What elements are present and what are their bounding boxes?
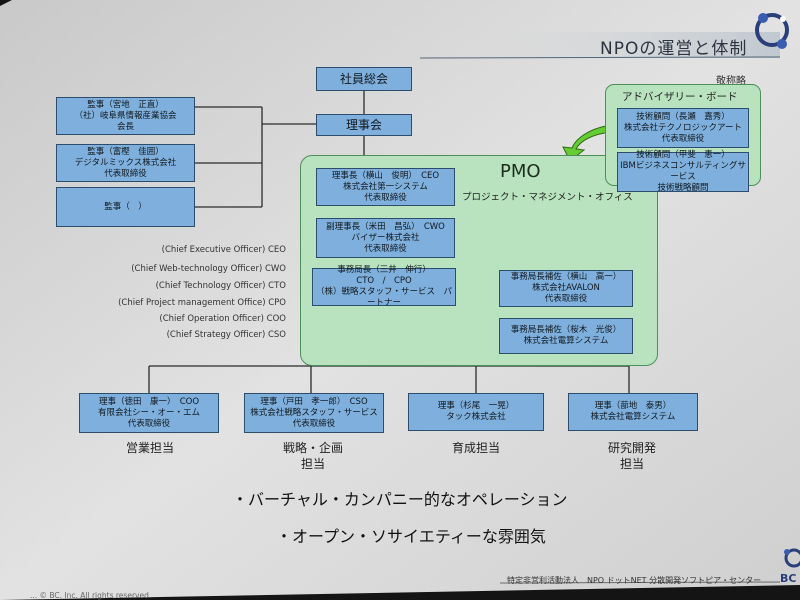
footer-logo-icon <box>784 548 800 568</box>
director-3-line-1: 理事（杉尾 一晃） <box>437 401 515 411</box>
general-meeting-node: 社員総会 <box>316 67 412 91</box>
director-cso-node: 理事（戸田 孝一郎） CSO 株式会社戦略スタッフ・サービス 代表取締役 <box>244 393 384 433</box>
bc-logo-icon <box>755 13 789 49</box>
board-label: 理事会 <box>345 117 382 132</box>
adviser-1-line-1: 技術顧問（長瀬 嘉秀） <box>636 111 730 122</box>
adviser-1-line-2: 株式会社テクノロジックアート <box>624 122 742 133</box>
deputy-2-line-1: 事務局長補佐（桜木 光俊） <box>510 325 622 335</box>
deputy-1-node: 事務局長補佐（横山 高一） 株式会社AVALON 代表取締役 <box>499 270 633 307</box>
deputy-2-line-2: 株式会社電算システム <box>523 336 609 346</box>
pmo-subtitle: プロジェクト・マネジメント・オフィス <box>462 192 633 203</box>
dept-strategy-line-2: 担当 <box>300 457 325 471</box>
copyright-text: ... © BC. Inc. All rights reserved. <box>30 591 152 600</box>
deputy-1-line-1: 事務局長補佐（横山 高一） <box>510 272 622 282</box>
footer-logo-text: BC <box>780 572 797 585</box>
bullet-virtual-company: ・バーチャル・カンパニー的なオペレーション <box>232 490 568 509</box>
director-cso-line-2: 株式会社戦略スタッフ・サービス <box>250 407 378 418</box>
role-definition-cto: (Chief Technology Officer) CTO <box>155 281 286 291</box>
role-definition-coo: (Chief Operation Officer) COO <box>159 314 286 324</box>
deputy-1-line-2: 株式会社AVALON <box>532 283 600 293</box>
honorifics-omitted-note: 敬称略 <box>716 76 746 87</box>
ceo-node: 理事長（横山 俊明） CEO 株式会社第一システム 代表取締役 <box>316 168 455 206</box>
adviser-2-line-3: 技術戦略顧問 <box>657 183 709 193</box>
adviser-2-line-2: IBMビジネスコンサルティングサービス <box>620 161 746 182</box>
adviser-2-node: 技術顧問（甲斐 恵一） IBMビジネスコンサルティングサービス 技術戦略顧問 <box>617 150 749 193</box>
secretary-general-line-2: CTO / CPO <box>356 276 412 286</box>
ceo-line-3: 代表取締役 <box>364 192 407 203</box>
director-3-node: 理事（杉尾 一晃） タック株式会社 <box>408 393 544 431</box>
auditor-2-line-3: 代表取締役 <box>104 168 147 179</box>
director-4-line-2: 株式会社電算システム <box>590 412 676 422</box>
director-4-line-1: 理事（蔀地 泰男） <box>594 401 672 411</box>
auditor-2-line-2: デジタルミックス株式会社 <box>74 157 177 168</box>
dept-strategy-line-1: 戦略・企画 <box>282 441 343 455</box>
auditor-3-node: 監事（ ） <box>56 187 195 227</box>
role-definition-cso: (Chief Strategy Officer) CSO <box>166 330 286 340</box>
director-coo-node: 理事（徳田 康一） COO 有限会社シー・オー・エム 代表取締役 <box>79 393 219 433</box>
adviser-1-line-3: 代表取締役 <box>661 133 705 144</box>
footer-organization: 特定非営利活動法人 NPO ドットNET 分散開発ソフトピア・センター <box>507 576 762 585</box>
deputy-2-node: 事務局長補佐（桜木 光俊） 株式会社電算システム <box>499 318 633 354</box>
adviser-1-node: 技術顧問（長瀬 嘉秀） 株式会社テクノロジックアート 代表取締役 <box>617 108 749 148</box>
dept-strategy: 戦略・企画 担当 <box>263 440 363 472</box>
dept-research-line-1: 研究開発 <box>607 441 656 455</box>
auditor-1-line-3: 会長 <box>116 121 134 132</box>
director-4-node: 理事（蔀地 泰男） 株式会社電算システム <box>568 393 698 431</box>
director-3-line-2: タック株式会社 <box>446 412 506 422</box>
secretary-general-line-1: 事務局長（三井 伸行） <box>337 265 431 275</box>
director-coo-line-3: 代表取締役 <box>127 418 171 429</box>
director-coo-line-2: 有限会社シー・オー・エム <box>97 407 200 418</box>
dept-training: 育成担当 <box>451 441 500 455</box>
cwo-line-1: 副理事長（米田 昌弘） CWO <box>326 221 445 232</box>
slide-title: NPOの運営と体制 <box>600 39 748 59</box>
auditor-3-label: 監事（ ） <box>104 201 147 212</box>
auditor-2-node: 監事（富樫 佳囲） デジタルミックス株式会社 代表取締役 <box>56 144 195 182</box>
deputy-1-line-3: 代表取締役 <box>544 294 588 304</box>
ceo-line-1: 理事長（横山 俊明） CEO <box>331 170 440 181</box>
general-meeting-label: 社員総会 <box>339 71 388 86</box>
role-definition-cpo: (Chief Project management Office) CPO <box>118 298 286 308</box>
role-definition-ceo: (Chief Executive Officer) CEO <box>161 245 286 255</box>
auditor-2-line-1: 監事（富樫 佳囲） <box>87 146 164 157</box>
ceo-line-2: 株式会社第一システム <box>343 181 428 192</box>
cwo-line-3: 代表取締役 <box>364 243 407 254</box>
role-definition-cwo: (Chief Web-technology Officer) CWO <box>131 264 286 274</box>
cwo-line-2: バイザー株式会社 <box>351 232 420 243</box>
adviser-2-line-1: 技術顧問（甲斐 恵一） <box>636 150 730 160</box>
director-cso-line-1: 理事（戸田 孝一郎） CSO <box>260 396 368 407</box>
secretary-general-line-3: （株）戦略スタッフ・サービス パートナー <box>315 287 452 308</box>
auditor-1-node: 監事（宮地 正直） （社）岐阜県情報産業協会 会長 <box>56 97 195 135</box>
director-coo-line-1: 理事（徳田 康一） COO <box>98 396 200 407</box>
auditor-1-line-2: （社）岐阜県情報産業協会 <box>74 110 177 121</box>
advisory-board-title: アドバイザリー・ボード <box>622 91 738 103</box>
auditor-1-line-1: 監事（宮地 正直） <box>87 99 164 110</box>
bullet-open-society: ・オープン・ソサイエティーな雰囲気 <box>276 527 546 546</box>
secretary-general-node: 事務局長（三井 伸行） CTO / CPO （株）戦略スタッフ・サービス パート… <box>312 265 456 308</box>
pmo-title: PMO <box>500 161 541 182</box>
board-node: 理事会 <box>316 114 412 136</box>
dept-research: 研究開発 担当 <box>582 440 682 472</box>
cwo-node: 副理事長（米田 昌弘） CWO バイザー株式会社 代表取締役 <box>316 218 455 258</box>
dept-sales: 営業担当 <box>125 441 174 455</box>
director-cso-line-3: 代表取締役 <box>292 418 336 429</box>
dept-research-line-2: 担当 <box>619 457 644 471</box>
